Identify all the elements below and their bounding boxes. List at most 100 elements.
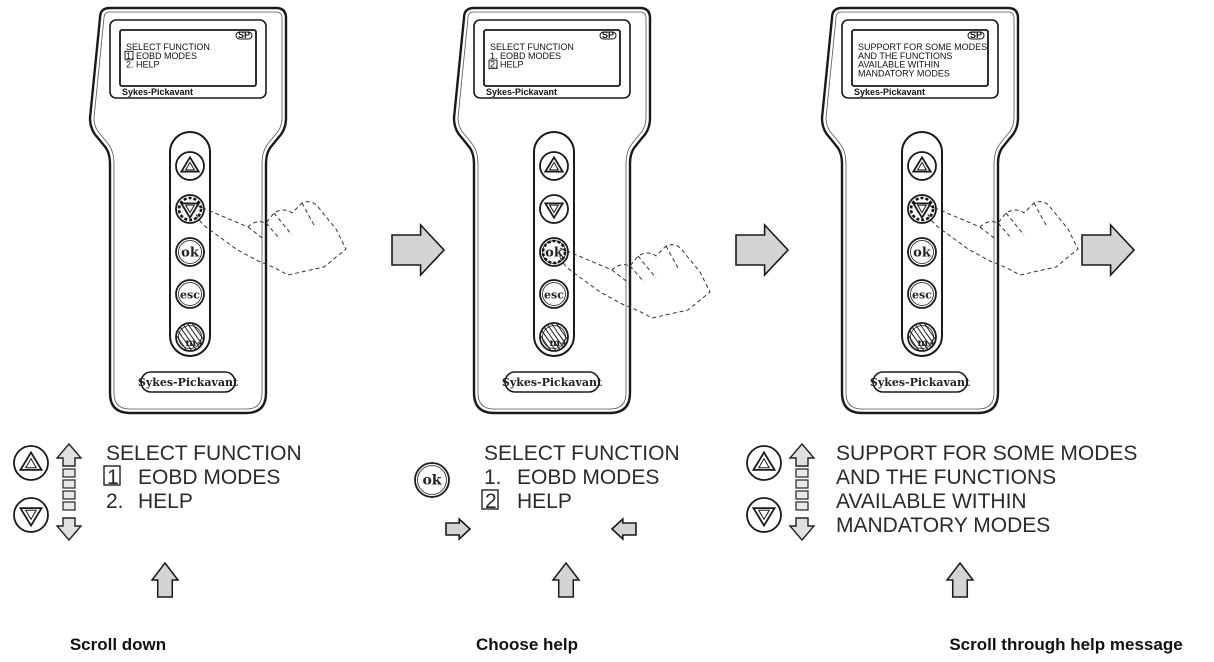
legend-1-line-1: SELECT FUNCTION: [106, 442, 302, 465]
screen-line-1: SUPPORT FOR SOME MODES: [858, 42, 987, 52]
up-button[interactable]: [539, 151, 569, 181]
menu-button[interactable]: m+: [907, 322, 937, 352]
esc-button-label: esc: [912, 289, 932, 302]
screen-line-3: AVAILABLE WITHIN: [858, 60, 940, 70]
next-step-arrow-2: [735, 222, 790, 278]
legend-3-up-button-icon[interactable]: [746, 445, 782, 481]
pointing-hand-icon: [558, 244, 711, 319]
caption: Scroll through help message: [949, 635, 1182, 654]
menu-button-label: m+: [918, 338, 937, 349]
screen-line-1: SELECT FUNCTION: [490, 42, 574, 52]
legend-2-right-pointer: [445, 517, 472, 541]
menu-button[interactable]: m+: [175, 322, 205, 352]
legend-2-line-1: SELECT FUNCTION: [484, 442, 680, 465]
ok-button-label: ok: [545, 246, 564, 261]
screen-brand-text: Sykes-Pickavant: [122, 87, 193, 97]
pointing-hand-icon: [194, 201, 347, 276]
brand-label: Sykes-Pickavant: [502, 376, 603, 389]
legend-scroll-indicator-1: [55, 442, 83, 542]
screen-line-1: SELECT FUNCTION: [126, 42, 210, 52]
legend-1-marker-1: 1: [107, 466, 119, 489]
scroll-up-arrow: [788, 442, 816, 467]
next-step-arrow-3: [1081, 222, 1136, 278]
pointer-up-arrow: [551, 561, 581, 598]
scroll-segment: [62, 490, 76, 500]
scroll-segment: [62, 501, 76, 511]
scroll-segment: [62, 468, 76, 478]
legend-2-marker-1: 1.: [484, 466, 502, 489]
next-step-arrow-1: [391, 222, 446, 278]
scroll-up-arrow: [55, 442, 83, 467]
legend-2-line-3: HELP: [517, 490, 572, 513]
screen-line-2: 1. EOBD MODES: [126, 51, 197, 61]
screen-badge-text: SP: [970, 30, 982, 40]
ok-button[interactable]: ok: [175, 237, 205, 267]
ok-button[interactable]: ok: [907, 237, 937, 267]
legend-1-line-2: EOBD MODES: [138, 466, 280, 489]
legend-1-marker-2: 2.: [106, 490, 124, 513]
screen-badge: SP: [599, 30, 617, 40]
esc-button[interactable]: esc: [175, 279, 205, 309]
scroll-segment: [795, 479, 809, 489]
legend-3-line-2: AND THE FUNCTIONS: [836, 466, 1056, 489]
down-button[interactable]: [539, 194, 569, 224]
legend-up-button-icon[interactable]: [13, 445, 49, 481]
screen-cursor-box: [124, 50, 134, 61]
pointer-up-arrow: [150, 561, 180, 598]
up-button[interactable]: [907, 151, 937, 181]
screen-line-2: AND THE FUNCTIONS: [858, 51, 952, 61]
screen-line-3: 2. HELP: [126, 60, 160, 70]
pressed-highlight: [909, 196, 935, 222]
esc-button-label: esc: [544, 289, 564, 302]
screen-brand-text: Sykes-Pickavant: [486, 87, 557, 97]
brand-label: Sykes-Pickavant: [870, 376, 971, 389]
scroll-segment: [795, 490, 809, 500]
scroll-segment: [62, 479, 76, 489]
legend-scroll-indicator-3: [788, 442, 816, 542]
screen-badge-text: SP: [238, 30, 250, 40]
brand-label: Sykes-Pickavant: [138, 376, 239, 389]
screen-line-3: 2. HELP: [490, 60, 524, 70]
menu-button-label: m+: [550, 338, 569, 349]
legend-2-left-pointer: [610, 517, 637, 541]
legend-down-button-icon[interactable]: [13, 497, 49, 533]
scroll-segment: [795, 468, 809, 478]
esc-button[interactable]: esc: [907, 279, 937, 309]
legend-3-down-button-icon[interactable]: [746, 497, 782, 533]
screen-badge-text: SP: [602, 30, 614, 40]
screen-badge: SP: [235, 30, 253, 40]
pointing-hand-icon: [926, 201, 1079, 276]
esc-button[interactable]: esc: [539, 279, 569, 309]
ok-button-label: ok: [913, 246, 932, 261]
legend-2-cursor-box: [481, 489, 499, 510]
esc-button-label: esc: [180, 289, 200, 302]
menu-button[interactable]: m+: [539, 322, 569, 352]
legend-3-line-3: AVAILABLE WITHIN: [836, 490, 1027, 513]
screen-badge: SP: [967, 30, 985, 40]
screen-brand-text: Sykes-Pickavant: [854, 87, 925, 97]
legend-2-line-2: EOBD MODES: [517, 466, 659, 489]
scroll-down-arrow: [55, 517, 83, 542]
screen-line-4: MANDATORY MODES: [858, 68, 950, 78]
legend-ok-button-icon[interactable]: ok: [414, 462, 450, 498]
pointer-up-arrow: [945, 561, 975, 598]
legend-1-cursor-box: [103, 465, 121, 486]
legend-2-marker-2: 2: [485, 490, 497, 513]
pressed-highlight: [541, 239, 567, 265]
caption: Scroll down: [70, 635, 166, 654]
legend-3-line-1: SUPPORT FOR SOME MODES: [836, 442, 1137, 465]
pressed-highlight: [177, 196, 203, 222]
up-button[interactable]: [175, 151, 205, 181]
ok-button-label: ok: [181, 246, 200, 261]
caption: Choose help: [476, 635, 578, 654]
screen-line-2: 1. EOBD MODES: [490, 51, 561, 61]
scroll-segment: [795, 501, 809, 511]
scroll-down-arrow: [788, 517, 816, 542]
legend-1-line-3: HELP: [138, 490, 193, 513]
